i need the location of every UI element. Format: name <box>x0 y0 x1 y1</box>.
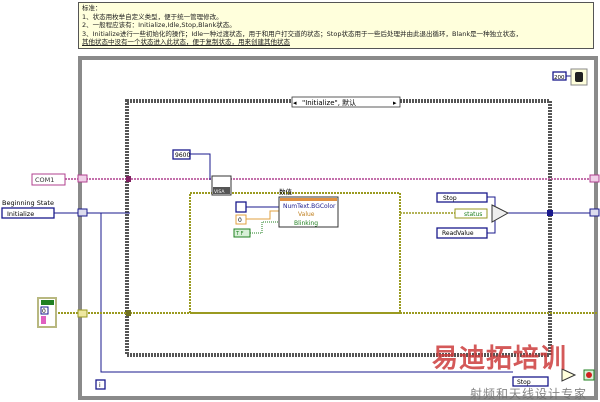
case-selector-box[interactable] <box>291 96 401 108</box>
status-label: status <box>464 211 482 218</box>
readvalue-enum-value: ReadValue <box>442 230 474 237</box>
color-constant[interactable] <box>235 201 247 213</box>
stop-sel-wire <box>487 196 496 210</box>
property-node[interactable] <box>278 196 339 228</box>
property-row: Value <box>298 211 315 218</box>
stop-enum-value: Stop <box>443 195 457 202</box>
wait-ms-constant[interactable] <box>552 71 567 81</box>
beginning-state-control[interactable] <box>1 207 55 219</box>
shift-register-left-state[interactable] <box>77 208 88 217</box>
property-node-header <box>280 198 337 201</box>
error-wire-inner <box>189 192 401 314</box>
status-unbundle[interactable] <box>454 208 488 219</box>
error-source-string <box>41 316 46 324</box>
comment-note[interactable]: 标准： 1、状态用枚举自定义类型，便于统一管理修改。 2、一般程应该有：Init… <box>78 2 594 49</box>
watermark-title: 易迪拓培训 <box>432 344 568 374</box>
beginning-state-label: Beginning State <box>2 199 54 207</box>
com-port-value: COM1 <box>35 176 54 184</box>
numeric-constant[interactable] <box>235 214 247 225</box>
shift-register-left-visa[interactable] <box>77 174 88 183</box>
note-line: 1、状态用枚举自定义类型，便于统一管理修改。 <box>82 12 223 21</box>
visa-node-band <box>213 187 230 194</box>
beginning-state-value: Initialize <box>7 210 34 218</box>
select-function-icon[interactable] <box>491 204 510 223</box>
read-sel-wire <box>487 218 496 234</box>
stop-compare-enum[interactable] <box>512 376 549 387</box>
baud-rate-constant[interactable] <box>172 149 191 160</box>
case-tunnel-state-out <box>547 210 553 216</box>
property-row: Blinking <box>294 220 318 227</box>
case-decrement-arrow[interactable]: ◂ <box>293 99 297 107</box>
property-node-label: 数值 <box>279 187 293 196</box>
visa-node-label: VISA <box>214 189 225 195</box>
value-wire <box>246 210 280 220</box>
case-tunnel-visa <box>126 176 131 182</box>
watermark-subtitle: 射频和天线设计专家 <box>470 387 588 401</box>
numeric-constant-value: 0 <box>238 217 242 224</box>
stop-enum-constant[interactable] <box>436 192 488 203</box>
while-loop[interactable] <box>78 56 598 400</box>
stop-sign-icon <box>586 372 592 378</box>
iteration-terminal <box>95 379 106 390</box>
baud-wire <box>190 153 211 180</box>
property-row: NumText.BGColor <box>283 203 336 210</box>
error-code-numeric <box>40 306 49 315</box>
boolean-constant-value: T F <box>235 231 244 237</box>
case-tunnel-error <box>126 310 131 316</box>
visa-resource-control[interactable] <box>31 173 66 186</box>
error-status-bool <box>41 300 54 305</box>
baud-rate-value: 9600 <box>175 152 190 159</box>
shift-register-right-visa[interactable] <box>589 174 600 183</box>
readvalue-enum-constant[interactable] <box>436 227 488 239</box>
note-line: 3、Initialize进行一些初始化的操作；Idle一种过渡状态，用于和用户打… <box>82 29 523 38</box>
state-stop-wire <box>100 213 513 373</box>
case-increment-arrow[interactable]: ▸ <box>393 99 397 107</box>
blink-wire <box>250 221 280 234</box>
wait-ms-value: 200 <box>554 75 565 81</box>
case-selector-label: "Initialize", 默认 <box>302 98 356 107</box>
equal-compare-icon[interactable] <box>561 368 577 382</box>
error-code-value: 0 <box>42 308 46 315</box>
note-line: 标准： <box>82 4 102 12</box>
stop-compare-value: Stop <box>517 379 531 386</box>
watch-icon <box>575 72 583 82</box>
shift-register-right-state[interactable] <box>589 208 600 217</box>
boolean-constant[interactable] <box>233 228 251 238</box>
shift-register-left-error[interactable] <box>77 309 88 318</box>
iteration-label: i <box>99 382 101 389</box>
note-line: 2、一般程应该有：Initialize,Idle,Stop,Blank状态。 <box>82 21 236 29</box>
note-line: 其他状态中没有一个状态进入此状态，便于复制状态，用来创建其他状态 <box>82 38 290 46</box>
